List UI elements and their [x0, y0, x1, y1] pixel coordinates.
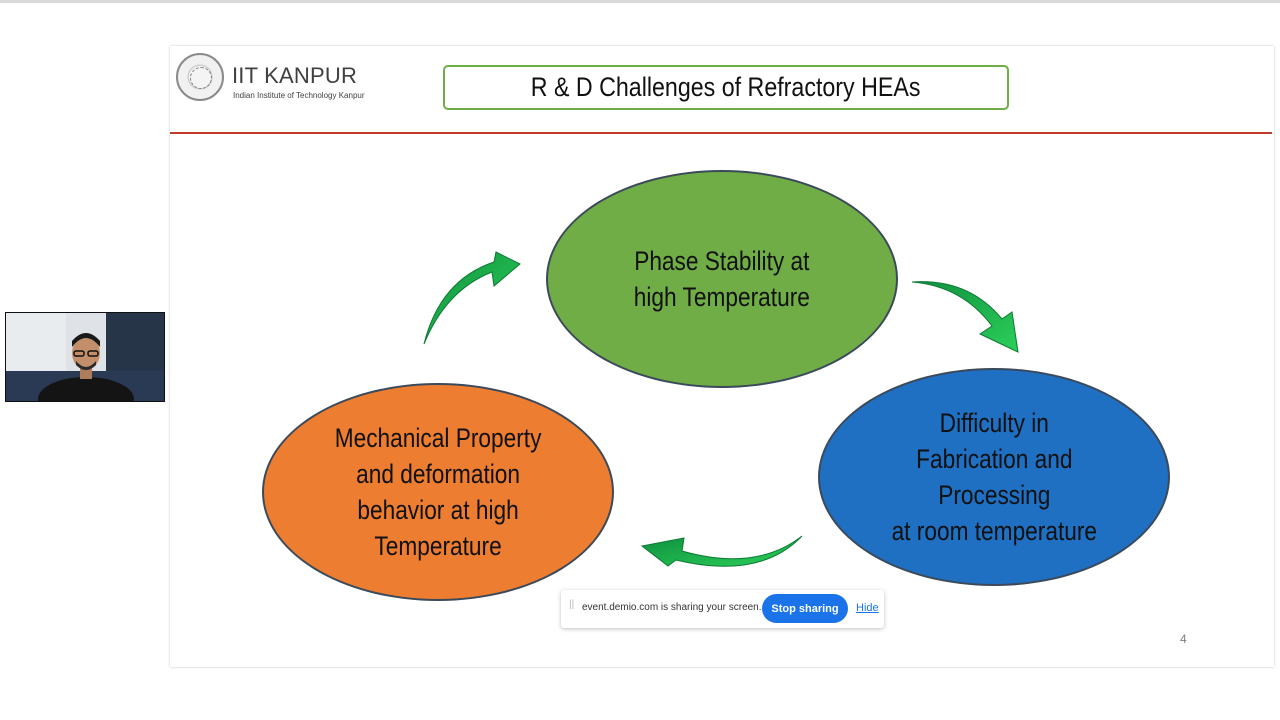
screen-share-bar: || event.demio.com is sharing your scree…: [561, 590, 884, 628]
institute-seal-icon: [176, 53, 224, 101]
drag-handle-icon[interactable]: ||: [569, 599, 575, 610]
logo-institute-subtitle: Indian Institute of Technology Kanpur: [233, 91, 365, 100]
slide-page-number: 4: [1180, 632, 1187, 646]
arrow-orange-to-green-icon: [423, 251, 521, 345]
arrow-green-to-blue-icon: [911, 281, 1019, 353]
cycle-node-label: Mechanical Property and deformation beha…: [334, 423, 542, 561]
window-top-border: [0, 0, 1280, 3]
iit-kanpur-logo: IIT KANPUR Indian Institute of Technolog…: [176, 53, 366, 103]
cycle-node-phase-stability: Phase Stability at high Temperature: [546, 170, 898, 388]
arrow-blue-to-orange-icon: [640, 535, 803, 567]
cycle-node-mechanical-property: Mechanical Property and deformation beha…: [262, 383, 614, 601]
webcam-video-frame: [6, 313, 164, 401]
cycle-node-label: Phase Stability at high Temperature: [633, 246, 811, 312]
slide-title: R & D Challenges of Refractory HEAs: [531, 72, 921, 102]
stop-sharing-button[interactable]: Stop sharing: [762, 594, 848, 623]
presenter-webcam-thumbnail[interactable]: [5, 312, 165, 402]
logo-institute-name: IIT KANPUR: [232, 63, 358, 88]
cycle-node-fabrication: Difficulty in Fabrication and Processing…: [818, 368, 1170, 586]
header-divider: [170, 132, 1272, 134]
share-status-text: event.demio.com is sharing your screen.: [582, 602, 762, 613]
cycle-node-label: Difficulty in Fabrication and Processing…: [891, 408, 1097, 546]
presentation-slide: IIT KANPUR Indian Institute of Technolog…: [170, 46, 1274, 667]
slide-title-box: R & D Challenges of Refractory HEAs: [443, 65, 1009, 110]
hide-link[interactable]: Hide: [856, 602, 879, 614]
